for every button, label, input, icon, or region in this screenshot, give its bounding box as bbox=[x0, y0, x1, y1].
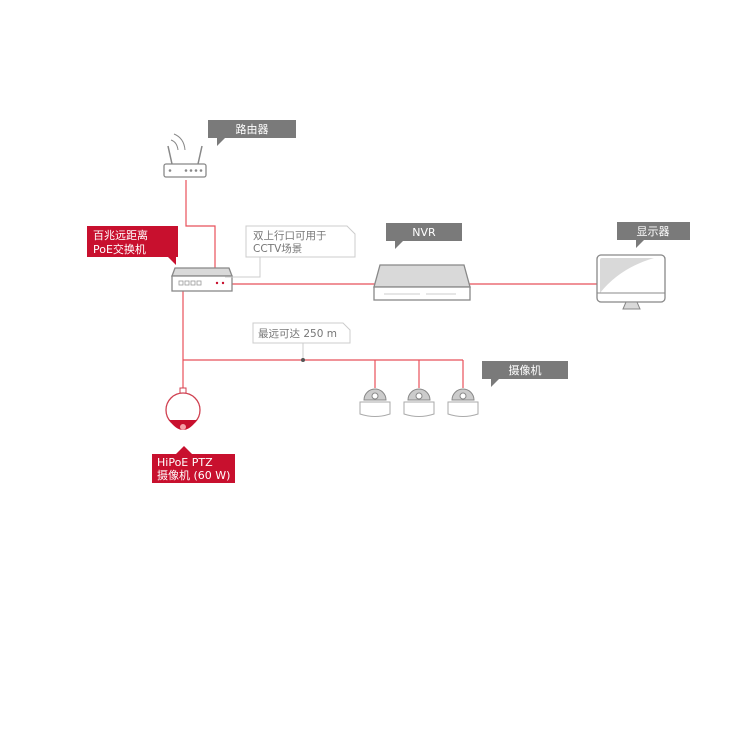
nvr-icon bbox=[373, 264, 471, 301]
router-switch-wire bbox=[185, 180, 216, 282]
svg-text:显示器: 显示器 bbox=[637, 225, 670, 238]
svg-text:摄像机: 摄像机 bbox=[509, 363, 542, 377]
monitor-icon bbox=[596, 254, 666, 310]
dome-camera-icon-2 bbox=[403, 388, 435, 417]
ptz-camera-label: HiPoE PTZ 摄像机 (60 W) bbox=[152, 446, 235, 483]
distance-note: 最远可达 250 m bbox=[252, 322, 351, 362]
svg-text:HiPoE PTZ: HiPoE PTZ bbox=[157, 456, 213, 469]
dome-camera-icon-1 bbox=[359, 388, 391, 417]
svg-text:NVR: NVR bbox=[412, 226, 436, 239]
svg-text:最远可达 250 m: 最远可达 250 m bbox=[258, 328, 337, 340]
nvr-label: NVR bbox=[386, 223, 462, 249]
svg-text:双上行口可用于: 双上行口可用于 bbox=[253, 229, 327, 242]
wires bbox=[182, 180, 597, 390]
svg-text:百兆远距离: 百兆远距离 bbox=[93, 228, 148, 242]
dome-camera-icon-3 bbox=[447, 388, 479, 417]
svg-text:PoE交换机: PoE交换机 bbox=[93, 242, 146, 256]
display-label: 显示器 bbox=[617, 222, 690, 248]
poe-switch-icon bbox=[171, 267, 233, 292]
poe-switch-label: 百兆远距离 PoE交换机 bbox=[87, 226, 178, 265]
cameras-label: 摄像机 bbox=[482, 361, 568, 387]
ptz-camera-icon bbox=[165, 387, 201, 430]
router-icon bbox=[163, 133, 207, 178]
svg-text:CCTV场景: CCTV场景 bbox=[253, 242, 302, 255]
router-label: 路由器 bbox=[208, 120, 296, 146]
uplink-note: 双上行口可用于 CCTV场景 bbox=[225, 225, 356, 278]
svg-text:摄像机 (60 W): 摄像机 (60 W) bbox=[157, 468, 230, 482]
svg-text:路由器: 路由器 bbox=[236, 122, 269, 136]
